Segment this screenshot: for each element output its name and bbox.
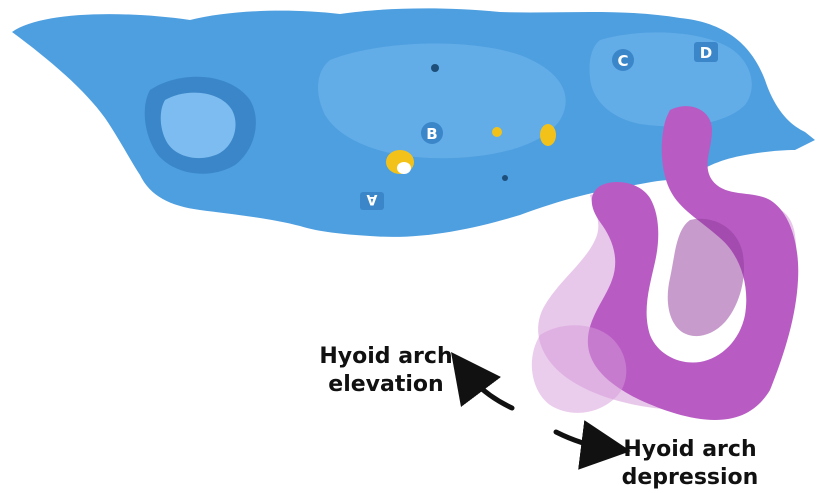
marker-b-label: B	[426, 125, 437, 143]
hyoid-shading	[668, 219, 744, 336]
elevation-label-line1: Hyoid arch	[319, 344, 452, 369]
yellow-marker-right	[540, 124, 556, 146]
depression-arrow	[556, 432, 606, 448]
marker-a: A	[360, 191, 384, 210]
yellow-marker-hole	[397, 162, 411, 174]
marker-b: B	[421, 122, 443, 144]
marker-d-label: D	[700, 44, 712, 62]
yellow-marker-small	[492, 127, 502, 137]
marker-c: C	[612, 49, 634, 71]
marker-a-label: A	[366, 191, 377, 207]
elevation-label-line2: elevation	[328, 372, 443, 397]
foramen-2	[502, 175, 508, 181]
marker-d: D	[694, 42, 718, 62]
elevation-arrow	[466, 372, 512, 408]
depression-label-line1: Hyoid arch	[623, 437, 756, 462]
depression-label-line2: depression	[622, 465, 759, 490]
marker-c-label: C	[617, 52, 628, 70]
foramen-1	[431, 64, 439, 72]
orbit	[161, 93, 236, 159]
